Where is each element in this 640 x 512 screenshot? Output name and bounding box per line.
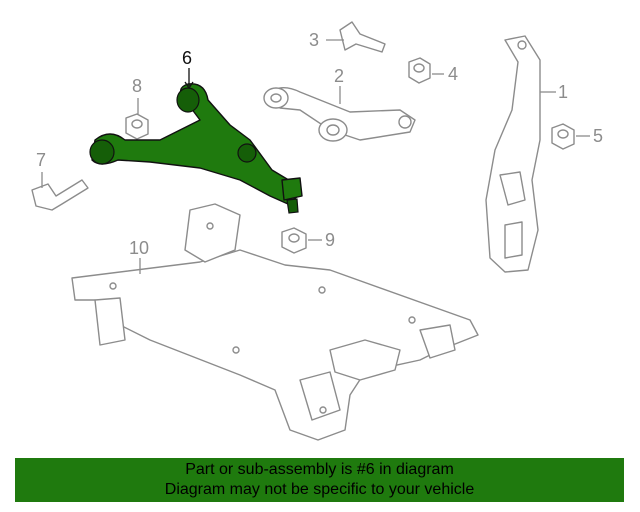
parts-diagram: 6 1 2 3 4 5 7 8 9 10 xyxy=(31,21,603,441)
part-4-nut[interactable] xyxy=(408,57,431,84)
part-8-nut[interactable] xyxy=(125,113,149,140)
part-1-knuckle[interactable] xyxy=(485,35,541,273)
callout-5: 5 xyxy=(593,126,603,146)
callout-1: 1 xyxy=(558,82,568,102)
part-9-nut[interactable] xyxy=(281,227,307,254)
part-6-lower-arm[interactable] xyxy=(89,83,303,214)
part-7-bolt[interactable] xyxy=(31,179,89,211)
part-5-nut[interactable] xyxy=(551,123,575,150)
callout-3: 3 xyxy=(309,30,319,50)
banner-line-1: Part or sub-assembly is #6 in diagram xyxy=(185,461,454,478)
info-banner: Part or sub-assembly is #6 in diagram Di… xyxy=(15,458,624,502)
callout-4: 4 xyxy=(448,64,458,84)
callout-leaders xyxy=(41,39,590,274)
part-2-upper-arm[interactable] xyxy=(263,87,416,142)
callout-9: 9 xyxy=(325,230,335,250)
part-10-subframe[interactable] xyxy=(71,203,479,441)
part-3-bolt[interactable] xyxy=(339,21,386,53)
banner-line-2: Diagram may not be specific to your vehi… xyxy=(164,481,475,498)
callout-2: 2 xyxy=(334,66,344,86)
callout-7: 7 xyxy=(36,150,46,170)
callout-10: 10 xyxy=(129,238,149,258)
callout-6: 6 xyxy=(182,48,192,68)
callout-8: 8 xyxy=(132,76,142,96)
callout-numbers: 6 1 2 3 4 5 7 8 9 10 xyxy=(36,30,603,258)
